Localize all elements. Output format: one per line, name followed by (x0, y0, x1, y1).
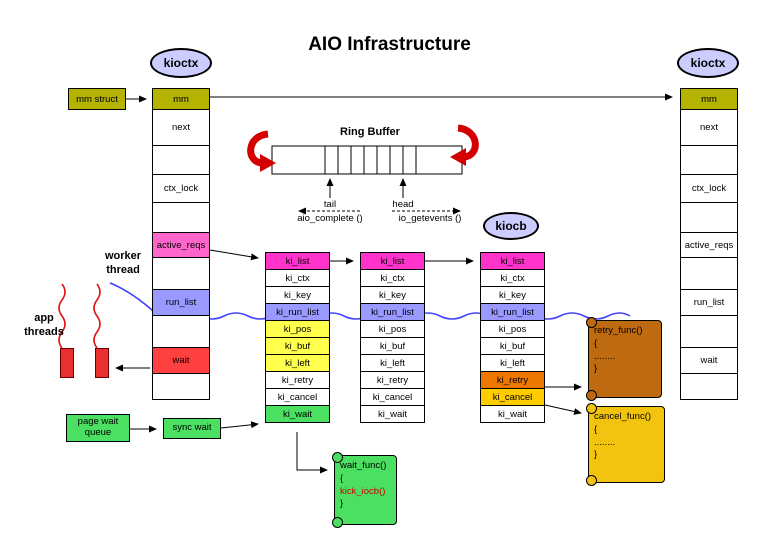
ring-rotate-arrow-left-icon (247, 130, 276, 172)
field-ki-pos: ki_pos (480, 320, 545, 338)
field-ki-retry: ki_retry (265, 371, 330, 389)
field-ki-run-list: ki_run_list (360, 303, 425, 321)
scroll-line: cancel_func() (594, 411, 652, 422)
sync-wait-box: sync wait (163, 418, 221, 439)
aio-complete-label: aio_complete () (297, 213, 363, 224)
field-ki-pos: ki_pos (360, 320, 425, 338)
kioctx-left-struct: mm next ctx_lock active_reqs run_list wa… (152, 88, 210, 400)
field-ctx-lock: ctx_lock (680, 174, 738, 203)
field-ki-retry: ki_retry (360, 371, 425, 389)
field-ki-cancel: ki_cancel (360, 388, 425, 406)
field-empty (680, 257, 738, 290)
field-empty (680, 202, 738, 233)
field-mm: mm (680, 88, 738, 110)
field-ki-list: ki_list (265, 252, 330, 270)
kiocb-struct-3: ki_list ki_ctx ki_key ki_run_list ki_pos… (480, 252, 545, 423)
field-ki-buf: ki_buf (265, 337, 330, 355)
field-wait: wait (680, 347, 738, 374)
page-title: AIO Infrastructure (308, 34, 471, 55)
field-next: next (680, 109, 738, 146)
field-ki-cancel: ki_cancel (265, 388, 330, 406)
field-run-list: run_list (680, 289, 738, 316)
ring-rotate-arrow-right-icon (450, 124, 479, 166)
field-ki-buf: ki_buf (480, 337, 545, 355)
field-empty (680, 145, 738, 175)
field-empty (680, 373, 738, 400)
app-thread-line-1 (58, 283, 66, 349)
scroll-line: { (340, 472, 344, 484)
field-ki-key: ki_key (480, 286, 545, 304)
scroll-line: ........ (594, 436, 616, 448)
scroll-line: } (594, 449, 598, 461)
field-ctx-lock: ctx_lock (152, 174, 210, 203)
field-ki-ctx: ki_ctx (360, 269, 425, 287)
kiocb-struct-1: ki_list ki_ctx ki_key ki_run_list ki_pos… (265, 252, 330, 423)
field-run-list: run_list (152, 289, 210, 316)
ring-buffer-label: Ring Buffer (340, 126, 400, 138)
scroll-line: { (594, 423, 598, 435)
field-ki-wait: ki_wait (265, 405, 330, 423)
field-ki-run-list: ki_run_list (480, 303, 545, 321)
scroll-line: wait_func() (340, 460, 387, 471)
field-empty (152, 145, 210, 175)
field-empty (152, 257, 210, 290)
field-active-reqs: active_reqs (680, 232, 738, 258)
worker-thread-label: worker thread (104, 250, 142, 276)
field-ki-cancel: ki_cancel (480, 388, 545, 406)
scroll-line: retry_func() (594, 325, 643, 336)
tail-label: tail (323, 199, 337, 210)
head-label: head (392, 199, 414, 210)
scroll-line: { (594, 337, 598, 349)
field-ki-list: ki_list (480, 252, 545, 270)
scroll-line: ........ (594, 350, 616, 362)
field-empty (152, 202, 210, 233)
field-empty (152, 315, 210, 348)
field-next: next (152, 109, 210, 146)
kioctx-left-node: kioctx (150, 48, 212, 78)
connector-arrows (115, 93, 673, 474)
mm-struct-box: mm struct (68, 88, 126, 110)
page-wait-queue-box: page wait queue (66, 414, 130, 442)
cancel-func-scroll: cancel_func() { ........ } (586, 403, 665, 486)
wait-func-scroll: wait_func() { kick_iocb() } (332, 452, 397, 528)
app-thread-box-2 (95, 348, 109, 378)
field-ki-wait: ki_wait (480, 405, 545, 423)
io-getevents-label: io_getevents () (398, 213, 462, 224)
field-ki-list: ki_list (360, 252, 425, 270)
field-ki-wait: ki_wait (360, 405, 425, 423)
field-mm: mm (152, 88, 210, 110)
field-empty (152, 373, 210, 400)
field-wait: wait (152, 347, 210, 374)
field-ki-retry: ki_retry (480, 371, 545, 389)
field-active-reqs: active_reqs (152, 232, 210, 258)
field-ki-ctx: ki_ctx (265, 269, 330, 287)
field-ki-buf: ki_buf (360, 337, 425, 355)
field-ki-left: ki_left (360, 354, 425, 372)
field-empty (680, 315, 738, 348)
field-ki-pos: ki_pos (265, 320, 330, 338)
field-ki-left: ki_left (480, 354, 545, 372)
kioctx-right-node: kioctx (677, 48, 739, 78)
app-thread-box-1 (60, 348, 74, 378)
ring-buffer-box (271, 145, 463, 175)
field-ki-key: ki_key (265, 286, 330, 304)
kiocb-node: kiocb (483, 212, 539, 240)
scroll-line: kick_iocb() (340, 485, 386, 497)
field-ki-run-list: ki_run_list (265, 303, 330, 321)
field-ki-left: ki_left (265, 354, 330, 372)
retry-func-scroll: retry_func() { ........ } (586, 317, 662, 401)
kioctx-right-struct: mm next ctx_lock active_reqs run_list wa… (680, 88, 738, 400)
scroll-line: } (594, 363, 598, 375)
app-threads-label: app threads (24, 312, 64, 338)
field-ki-key: ki_key (360, 286, 425, 304)
kiocb-struct-2: ki_list ki_ctx ki_key ki_run_list ki_pos… (360, 252, 425, 423)
app-thread-line-2 (93, 283, 101, 349)
scroll-line: } (340, 498, 344, 510)
field-ki-ctx: ki_ctx (480, 269, 545, 287)
